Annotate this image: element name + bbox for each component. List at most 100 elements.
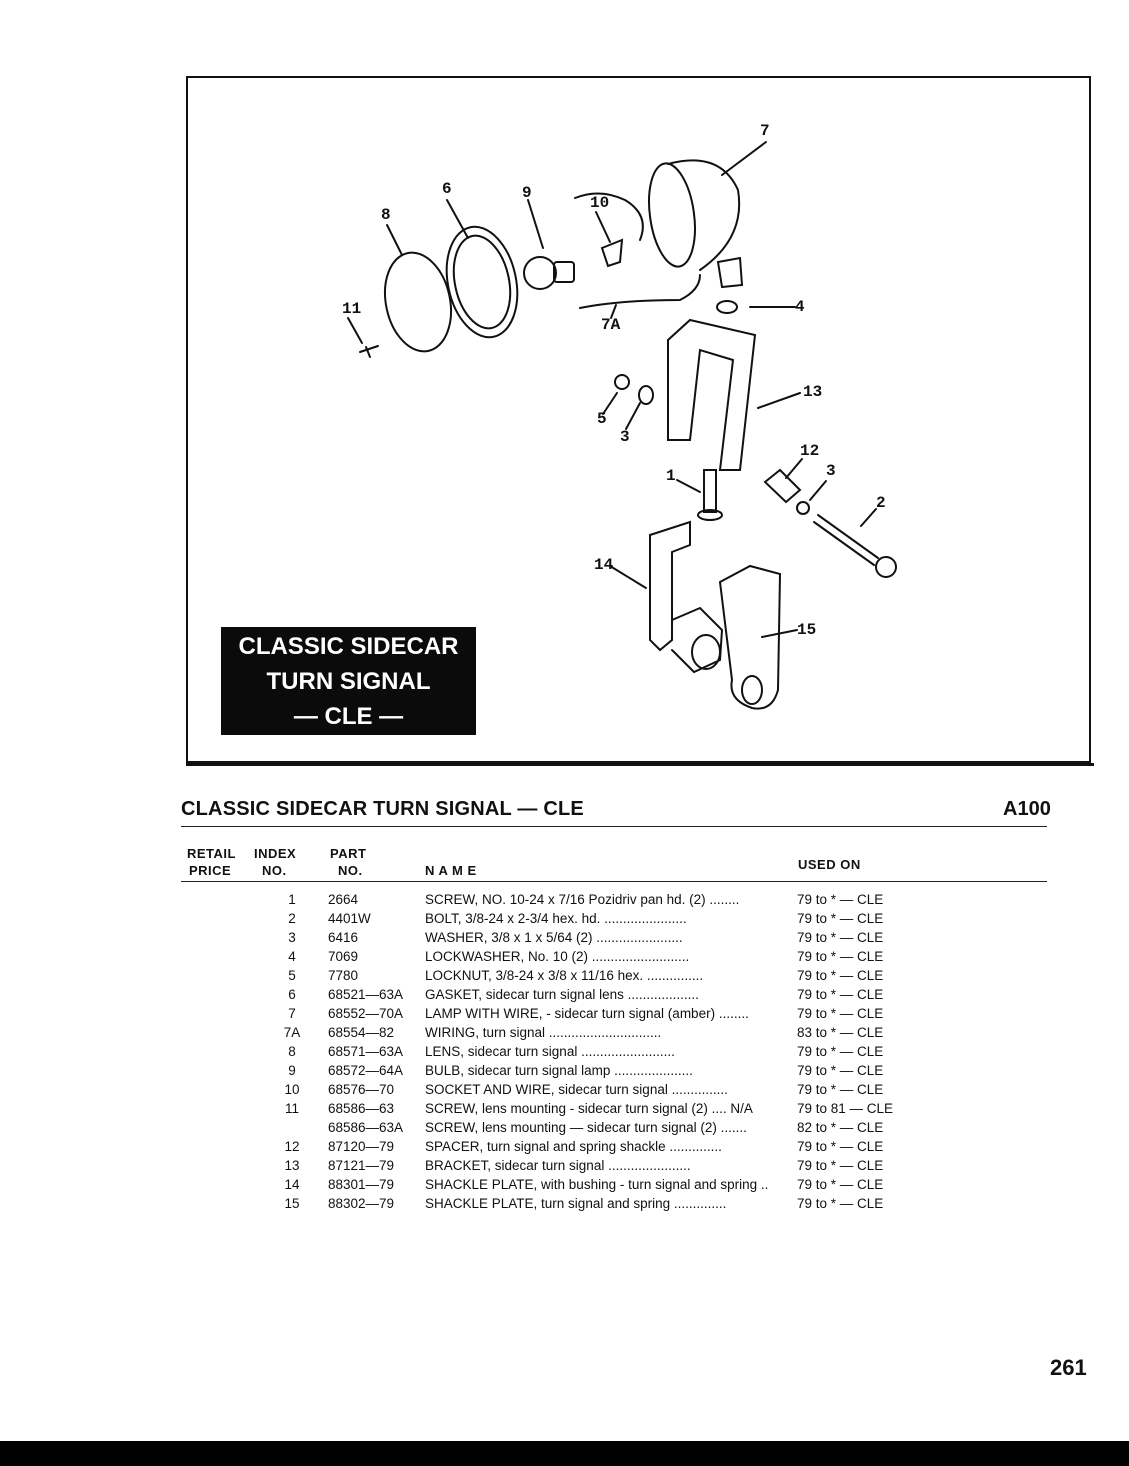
header-text: RETAIL	[187, 846, 236, 861]
callout-label: 7A	[601, 316, 621, 334]
part-number-cell: 88301—79	[328, 1177, 395, 1192]
scan-edge-bar	[0, 1441, 1129, 1466]
price-cell	[180, 1194, 256, 1213]
part-number-cell: 68572—64A	[328, 1063, 404, 1078]
part-number-cell: 7069	[328, 949, 359, 964]
used-on-cell: 79 to * — CLE	[797, 987, 884, 1002]
callout-label: 14	[594, 556, 614, 574]
diagram-frame-shadow	[186, 763, 1094, 766]
price-cell	[180, 1023, 256, 1042]
table-row: 68586—63A SCREW, lens mounting — sidecar …	[180, 1118, 917, 1137]
diagram-title-line: TURN SIGNAL	[266, 668, 431, 695]
table-row: 5 7780 LOCKNUT, 3/8-24 x 3/8 x 11/16 hex. …	[180, 966, 917, 985]
part-name-cell: LAMP WITH WIRE, - sidecar turn signal (a…	[425, 1006, 749, 1021]
part-number-cell: 68552—70A	[328, 1006, 404, 1021]
callout-label: 9	[522, 184, 532, 202]
callout-label: 5	[597, 410, 607, 428]
exploded-parts-diagram	[347, 141, 897, 710]
header-part-no: PART NO.	[330, 845, 366, 879]
part-name-cell: SCREW, lens mounting — sidecar turn sign…	[425, 1120, 747, 1135]
header-used-on: USED ON	[798, 857, 861, 872]
header-text: PART	[330, 846, 367, 861]
page-number: 261	[1050, 1355, 1087, 1380]
part-number-cell: 68586—63A	[328, 1120, 404, 1135]
header-retail-price: RETAIL PRICE	[187, 845, 236, 879]
index-cell: 7	[288, 1006, 296, 1021]
price-cell	[180, 1080, 256, 1099]
used-on-cell: 79 to * — CLE	[797, 1196, 884, 1211]
used-on-cell: 79 to * — CLE	[797, 1006, 884, 1021]
header-text: INDEX	[254, 846, 297, 861]
callout-label: 4	[795, 298, 805, 316]
callout-label: 1	[666, 467, 676, 485]
header-rule	[181, 881, 1047, 882]
part-number-cell: 68554—82	[328, 1025, 395, 1040]
diagram-frame	[186, 76, 1091, 763]
part-number-cell: 7780	[328, 968, 359, 983]
diagram-title-line: — CLE —	[293, 703, 404, 730]
header-text: PRICE	[189, 863, 232, 878]
part-name-cell: SHACKLE PLATE, turn signal and spring ..…	[425, 1196, 727, 1211]
price-cell	[180, 1137, 256, 1156]
used-on-cell: 79 to * — CLE	[797, 1063, 884, 1078]
part-name-cell: BRACKET, sidecar turn signal ...........…	[425, 1158, 691, 1173]
used-on-cell: 79 to * — CLE	[797, 1044, 884, 1059]
index-cell: 15	[284, 1196, 300, 1211]
callout-label: 11	[342, 300, 362, 318]
part-number-cell: 87121—79	[328, 1158, 395, 1173]
diagram-title-box: CLASSIC SIDECAR TURN SIGNAL — CLE —	[221, 627, 476, 735]
price-cell	[180, 1004, 256, 1023]
price-cell	[180, 1175, 256, 1194]
table-row: 15 88302—79 SHACKLE PLATE, turn signal and…	[180, 1194, 917, 1213]
callout-label: 8	[381, 206, 391, 224]
header-index-no: INDEX NO.	[254, 845, 296, 879]
table-row: 7 68552—70A LAMP WITH WIRE, - sidecar turn…	[180, 1004, 917, 1023]
part-number-cell: 68571—63A	[328, 1044, 404, 1059]
part-number-cell: 68576—70	[328, 1082, 395, 1097]
part-name-cell: SOCKET AND WIRE, sidecar turn signal ...…	[425, 1082, 728, 1097]
price-cell	[180, 1118, 256, 1137]
part-number-cell: 68586—63	[328, 1101, 395, 1116]
used-on-cell: 79 to * — CLE	[797, 949, 884, 964]
callout-label: 15	[797, 621, 817, 639]
used-on-cell: 79 to * — CLE	[797, 911, 884, 926]
part-number-cell: 88302—79	[328, 1196, 395, 1211]
price-cell	[180, 909, 256, 928]
part-name-cell: LOCKNUT, 3/8-24 x 3/8 x 11/16 hex. .....…	[425, 968, 704, 983]
index-cell: 3	[288, 930, 296, 945]
part-name-cell: SCREW, NO. 10-24 x 7/16 Pozidriv pan hd.…	[425, 892, 740, 907]
used-on-cell: 79 to * — CLE	[797, 1082, 884, 1097]
callout-label: 2	[876, 494, 886, 512]
price-cell	[180, 1099, 256, 1118]
diagram-title-line: CLASSIC SIDECAR	[238, 633, 459, 660]
price-cell	[180, 1156, 256, 1175]
header-text: NO.	[338, 863, 363, 878]
index-cell: 6	[288, 987, 296, 1002]
header-text: NO.	[262, 863, 287, 878]
price-cell	[180, 890, 256, 909]
used-on-cell: 79 to * — CLE	[797, 968, 884, 983]
part-number-cell: 2664	[328, 892, 359, 907]
used-on-cell: 79 to * — CLE	[797, 1139, 884, 1154]
part-name-cell: SCREW, lens mounting - sidecar turn sign…	[425, 1101, 753, 1116]
used-on-cell: 79 to * — CLE	[797, 1158, 884, 1173]
part-name-cell: GASKET, sidecar turn signal lens .......…	[425, 987, 699, 1002]
price-cell	[180, 947, 256, 966]
part-number-cell: 68521—63A	[328, 987, 404, 1002]
index-cell: 5	[288, 968, 296, 983]
part-name-cell: LENS, sidecar turn signal ..............…	[425, 1044, 675, 1059]
callout-label: 13	[803, 383, 823, 401]
index-cell: 14	[284, 1177, 300, 1192]
part-name-cell: SHACKLE PLATE, with bushing - turn signa…	[425, 1177, 769, 1192]
part-number-cell: 4401W	[328, 911, 371, 926]
part-name-cell: LOCKWASHER, No. 10 (2) .................…	[425, 949, 690, 964]
